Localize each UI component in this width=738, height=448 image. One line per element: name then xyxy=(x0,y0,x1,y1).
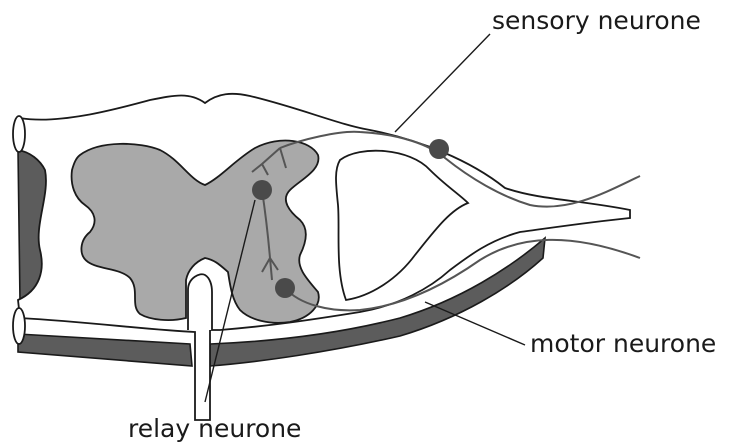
relay-neurone-label: relay neurone xyxy=(128,414,301,443)
left-root-top xyxy=(13,116,25,152)
sensory-leader-line xyxy=(395,34,490,132)
cord-bottom-shadow xyxy=(18,334,192,366)
ventral-fissure xyxy=(188,274,212,330)
left-root-bottom xyxy=(13,308,25,344)
motor-leader-line xyxy=(425,302,525,345)
motor-neurone-cell-body xyxy=(275,278,295,298)
motor-neurone-label: motor neurone xyxy=(530,329,716,358)
sensory-neurone-cell-body xyxy=(429,139,449,159)
relay-neurone-cell-body xyxy=(252,180,272,200)
sensory-neurone-label: sensory neurone xyxy=(492,6,701,35)
